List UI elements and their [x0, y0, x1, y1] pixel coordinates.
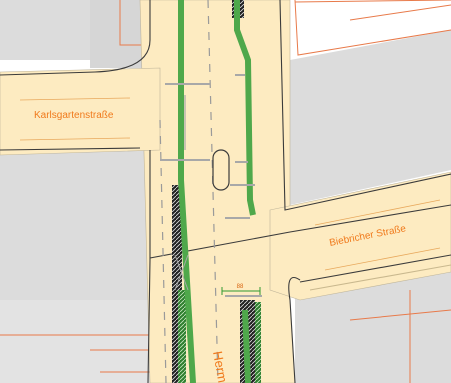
building-block [90, 0, 152, 68]
label-karlsgartenstrasse: Karlsgartenstraße [34, 110, 114, 121]
parcel-line [349, 4, 451, 21]
traffic-island [212, 149, 230, 191]
curb-line [309, 264, 451, 291]
lane-markings [159, 0, 219, 383]
building-block [0, 150, 150, 300]
parcel-line [294, 0, 451, 56]
guide-line [324, 247, 441, 271]
curb-line [0, 0, 151, 76]
building-block [290, 30, 451, 205]
guide-line [314, 199, 441, 226]
curb-line [279, 0, 451, 211]
street-karlsgarten [0, 67, 161, 156]
building-block [0, 300, 150, 383]
curb-line [288, 276, 301, 383]
curb-line [0, 147, 141, 151]
guide-line [19, 97, 131, 101]
curb-line [299, 254, 451, 283]
parcel-line [119, 0, 150, 46]
street-main [139, 0, 296, 383]
parcel-line [349, 309, 451, 321]
green-strips [178, 0, 256, 383]
crossing-marks [160, 74, 262, 297]
island-oval [212, 149, 230, 191]
curb-line [149, 204, 451, 259]
label-main-street: Herm [210, 350, 230, 383]
curb-line [147, 150, 151, 383]
dimension-marker: 88 [221, 284, 261, 295]
building-block [295, 270, 451, 383]
green-strip-lower [242, 309, 251, 383]
guide-line [19, 137, 131, 141]
street-guide-lines [19, 97, 441, 271]
parcel-line [294, 0, 451, 3]
hatched-strip [255, 302, 261, 383]
crossing-bar [174, 254, 189, 291]
dimension-label: 88 [237, 284, 244, 290]
hatched-strip [178, 290, 186, 383]
lane-dash [159, 119, 167, 383]
building-block [0, 0, 96, 60]
green-strip-left [178, 0, 196, 383]
green-strip-right [234, 0, 256, 216]
